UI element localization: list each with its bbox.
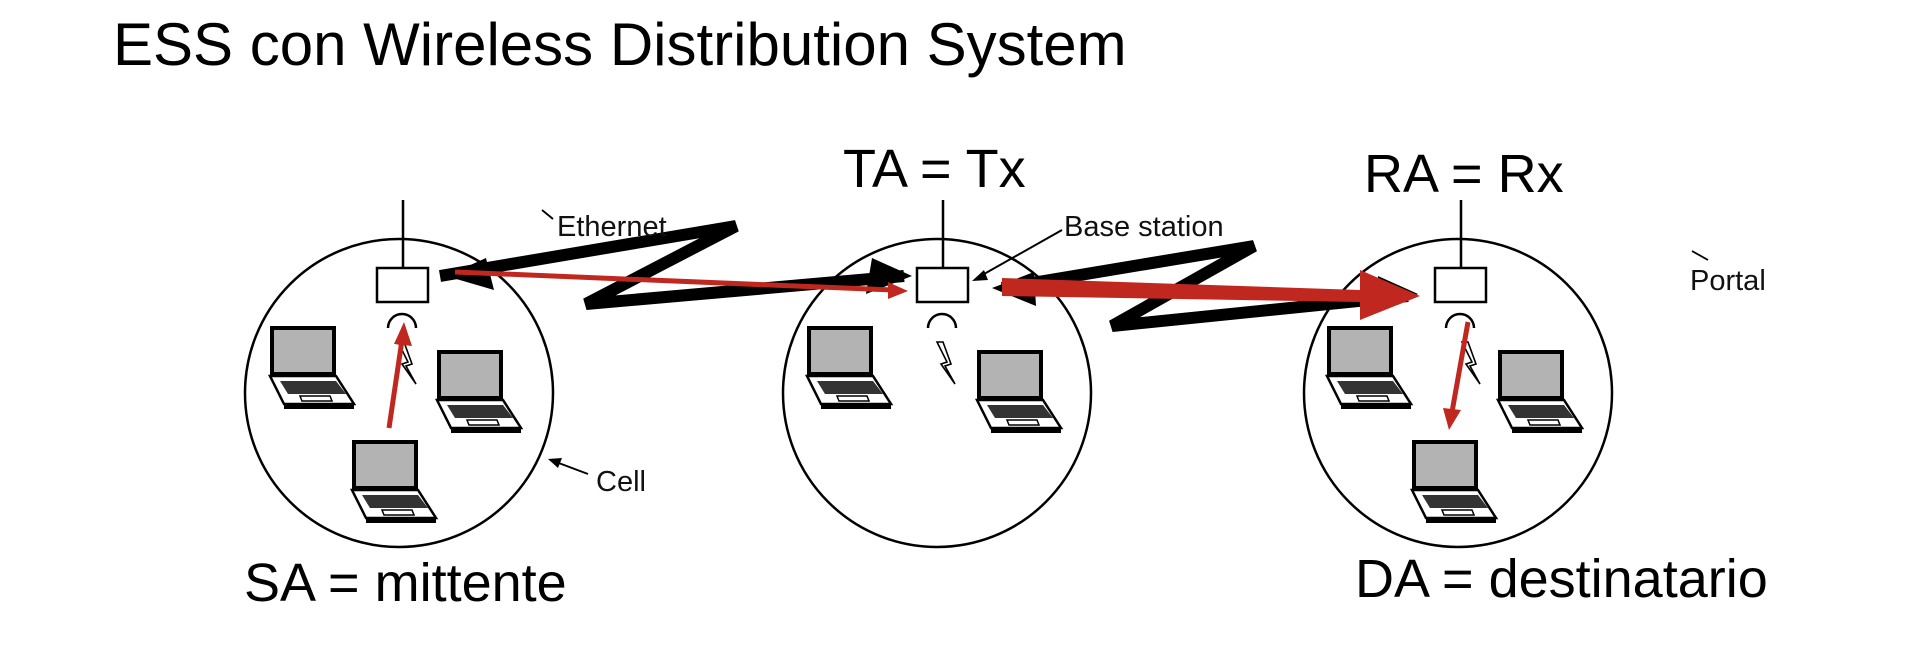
- slide-title: ESS con Wireless Distribution System: [113, 11, 1127, 78]
- cell-label: Cell: [596, 466, 646, 498]
- cell-left: [243, 237, 555, 549]
- destination-address-label: DA = destinatario: [1355, 549, 1768, 609]
- ethernet-label: Ethernet: [557, 211, 667, 243]
- portal-label: Portal: [1690, 265, 1766, 297]
- frame-path-arrow-tx-to-rx: [1002, 270, 1420, 320]
- wireless-link-left-middle: [439, 220, 912, 310]
- receiver-address-label: RA = Rx: [1364, 144, 1564, 204]
- laptop-icon: [1496, 348, 1584, 435]
- transmitter-address-label: TA = Tx: [843, 139, 1026, 199]
- base-station-left: [375, 200, 430, 329]
- cell-right: [1302, 237, 1614, 549]
- wireless-bolt-icon-middle: [936, 341, 956, 385]
- laptop-icon: [268, 324, 356, 411]
- base-station-right: [1433, 200, 1488, 329]
- laptop-icon: [1410, 438, 1498, 525]
- base-station-label: Base station: [1064, 211, 1224, 243]
- source-address-label: SA = mittente: [244, 553, 567, 613]
- laptop-icon: [805, 324, 893, 411]
- cell-middle: [781, 237, 1093, 549]
- frame-path-arrow-sa-to-ap: [386, 322, 412, 429]
- laptop-icon: [1325, 324, 1413, 411]
- laptop-icon: [975, 348, 1063, 435]
- frame-path-arrow-ap-to-tx: [454, 269, 908, 299]
- base-station-middle: [915, 200, 970, 329]
- laptop-icon: [350, 438, 438, 525]
- laptop-icon: [435, 348, 523, 435]
- frame-path-arrow-rx-to-da: [1443, 321, 1471, 430]
